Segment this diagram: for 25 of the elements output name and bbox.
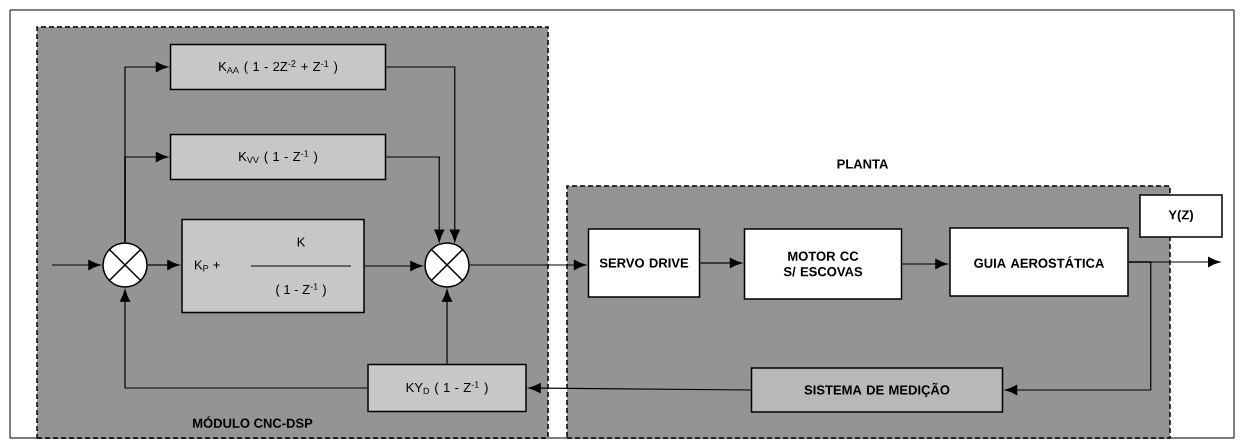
arrow [385,66,460,242]
transfer-function-box: K$_{VV}$ ( 1 - Z$^{-1}$ ) [169,133,387,181]
arrow [364,260,423,272]
process-box: SISTEMA DE MEDIÇÃO [750,367,1004,413]
arrow [528,383,752,394]
process-box: MOTOR CC S/ ESCOVAS [743,228,903,300]
summing-junction [424,242,470,288]
arrow [1005,261,1152,396]
process-box: Y(Z) [1139,194,1223,238]
transfer-function-box: KY$_{D}$ ( 1 - Z$^{-1}$ ) [367,363,527,413]
transfer-function-box: K$_{P}$ + K ( 1 - Z$^{-1}$ ) [181,218,365,314]
process-box: SERVO DRIVE [587,228,701,298]
node-label: PLANTA [837,159,889,169]
arrow [120,289,368,389]
process-box: GUIA AEROSTÁTICA [949,227,1129,297]
arrow [385,156,445,242]
arrow [901,258,948,270]
arrow [147,259,180,271]
arrow [51,259,101,271]
arrow [699,257,742,269]
arrow [469,259,586,271]
summing-junction [102,242,148,288]
transfer-function-box: K$_{AA}$ ( 1 - 2Z$^{-2}$ + Z$^{-1}$ ) [169,43,387,91]
arrow [124,151,168,243]
arrow [441,289,453,365]
